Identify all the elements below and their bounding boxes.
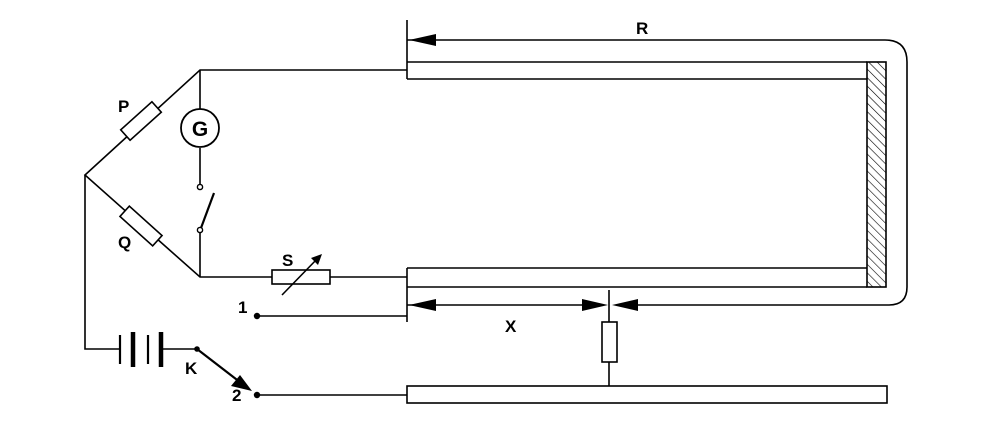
- label-q: Q: [118, 233, 131, 252]
- resistor-p: [119, 100, 163, 142]
- variable-resistor-s: [271, 254, 331, 296]
- resistor-q: [118, 204, 164, 248]
- label-r: R: [636, 19, 648, 38]
- lower-conductor: [406, 267, 867, 322]
- fault-resistor: [601, 290, 618, 386]
- label-g: G: [192, 118, 208, 141]
- r-measurement-path: [407, 34, 908, 311]
- shorting-block: [866, 61, 887, 288]
- galvanometer-symbol: G: [180, 108, 220, 148]
- upper-conductor: [406, 20, 867, 80]
- return-conductor: [406, 385, 888, 404]
- label-x: X: [505, 317, 517, 336]
- terminal-2: [253, 391, 407, 399]
- label-terminal-2: 2: [232, 386, 241, 405]
- terminal-1: [253, 312, 407, 320]
- galvanometer-switch: [196, 183, 216, 234]
- label-k: K: [185, 359, 198, 378]
- battery: [84, 175, 195, 367]
- label-s: S: [282, 251, 293, 270]
- label-terminal-1: 1: [238, 298, 247, 317]
- label-p: P: [118, 97, 129, 116]
- key-k: [194, 346, 252, 391]
- bridge-wires: [83, 69, 407, 278]
- x-measurement-path: [407, 299, 608, 311]
